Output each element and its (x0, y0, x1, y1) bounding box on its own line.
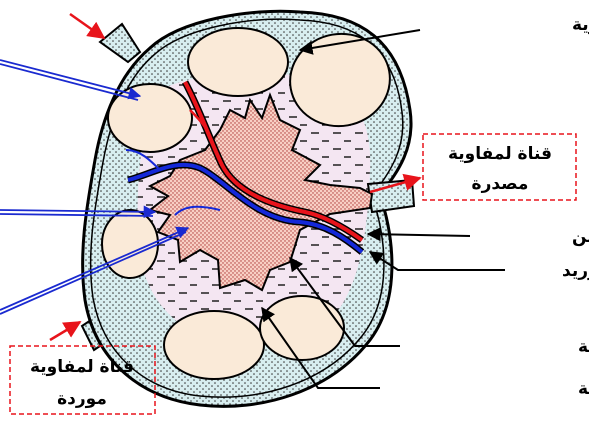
efferent-vessel (368, 180, 414, 212)
blue-pointer-1 (0, 60, 140, 96)
afferent-vessel-top (100, 24, 140, 62)
label-vein: وريد (562, 261, 589, 281)
nodule-bottom-right (260, 296, 344, 360)
afferent-flow-arrow-top (70, 14, 104, 38)
label-paracortex: منطقة جار قشرية (578, 379, 589, 399)
label-cortex: منطقة قشرية (572, 15, 589, 35)
label-efferent-line2: مصدرة (472, 174, 529, 194)
nodule-top-center (188, 28, 288, 96)
label-afferent-line2: موردة (57, 389, 107, 409)
afferent-flow-arrow-bottom (50, 322, 80, 340)
nodule-bottom-center (164, 311, 264, 379)
label-medulla: منطقة نخاعية (578, 337, 589, 357)
label-artery: شرين (572, 227, 589, 247)
nodule-left (108, 84, 192, 152)
label-efferent-line1: قناة لمفاوية (448, 144, 552, 164)
label-afferent-line1: قناة لمفاوية (30, 357, 134, 377)
